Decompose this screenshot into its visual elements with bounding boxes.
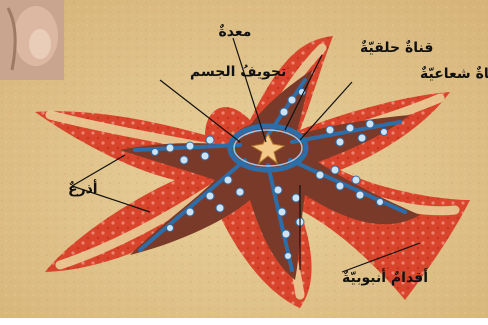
ring-canal-label: قناةٌ حلقيّةٌ [360,40,433,56]
radial-canal-label: قناةٌ شعاعيّةٌ [420,66,488,82]
arms-label: أذرعٌ [68,179,98,197]
tube-feet-label: أقدامٌ أنبوبيّةٌ [342,268,428,286]
finger-photo-thumbnail [0,0,64,80]
body-cavity-label: تجويفُ الجسم [190,64,286,80]
stomach-label: معدةٌ [219,24,252,40]
